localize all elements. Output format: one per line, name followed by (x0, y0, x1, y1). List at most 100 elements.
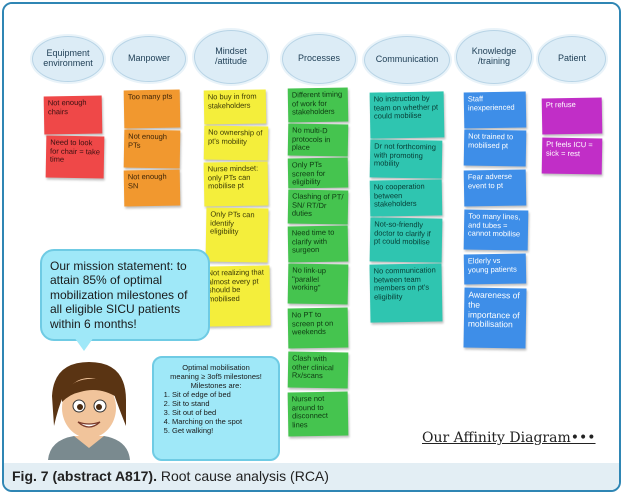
cloud-line: Processes (297, 53, 341, 64)
sticky-note: Too many lines, and tubes = cannot mobil… (463, 209, 529, 251)
sticky-note: Pt feels ICU = sick = rest (541, 137, 603, 175)
note-text: No communication between team members on… (373, 265, 436, 302)
sticky-note: No ownership of pt's mobility (203, 125, 269, 161)
cloud-line: Communication (375, 54, 439, 65)
milestone-item: Sit of edge of bed (172, 390, 272, 399)
note-text: Fear adverse event to pt (467, 171, 513, 191)
note-text: Need time to clarify with surgeon (291, 227, 335, 255)
optimal-mobilisation-bubble: Optimal mobilisation meaning ≥ 3of5 mile… (152, 356, 280, 461)
sticky-note: Different timing of work for stakeholder… (287, 87, 349, 123)
sticky-note: Not enough SN (123, 169, 181, 207)
note-text: Pt refuse (545, 99, 576, 110)
sticky-note: No cooperation between stakeholders (369, 179, 443, 217)
sticky-note: Pt refuse (541, 97, 603, 135)
sticky-note: Not trained to mobilised pt (463, 129, 527, 167)
sticky-note: Only PTs can identify eligibility (205, 207, 269, 263)
note-text: No ownership of pt's mobility (207, 127, 263, 146)
sticky-note: Dr not forthcoming with promoting mobili… (369, 139, 443, 179)
sticky-note: Staff inexperienced (463, 91, 527, 129)
milestone-item: Sit to stand (172, 399, 272, 408)
affinity-diagram-signature: Our Affinity Diagram••• (422, 430, 596, 446)
cloud-line: /training (477, 56, 510, 66)
cloud-line: Mindset (215, 46, 247, 57)
sticky-note: Awareness of the importance of mobilisat… (463, 287, 527, 349)
sticky-note: Clash with other clinical Rx/scans (287, 351, 349, 389)
note-text: Too many pts (127, 91, 173, 102)
note-text: Staff inexperienced (467, 94, 515, 113)
note-text: Awareness of the importance of mobilisat… (467, 289, 520, 330)
note-text: Dr not forthcoming with promoting mobili… (373, 141, 436, 169)
header-communication: Communication (364, 36, 450, 84)
bangs (62, 378, 118, 402)
note-text: Only PTs can identify eligibility (209, 209, 255, 237)
note-text: Not realizing that almost every pt shoul… (207, 267, 264, 304)
left-pupil (77, 404, 83, 410)
sticky-note: Not enough PTs (123, 129, 181, 169)
note-text: Clash with other clinical Rx/scans (291, 353, 334, 381)
milestone-item: Marching on the spot (172, 417, 272, 426)
mission-statement-text: Our mission statement: to attain 85% of … (50, 259, 188, 331)
note-text: Not-so-friendly doctor to clarify if pt … (373, 219, 431, 247)
cloud-line: /attitude (214, 56, 248, 66)
note-text: No PT to screen pt on weekends (291, 309, 334, 337)
header-knowledge-training: Knowledge/training (456, 30, 532, 84)
header-patient: Patient (538, 36, 606, 82)
note-text: Clashing of PT/ SN/ RT/Dr duties (291, 191, 344, 219)
milestone-item: Sit out of bed (172, 408, 272, 417)
sticky-note: No PT to screen pt on weekends (287, 307, 349, 349)
note-text: Not enough SN (127, 171, 167, 191)
note-text: Not enough PTs (127, 131, 168, 150)
cloud-line: Knowledge (471, 46, 517, 57)
sticky-note: No instruction by team on whether pt cou… (369, 91, 445, 139)
cloud-line: Patient (557, 53, 587, 64)
sticky-note: Fear adverse event to pt (463, 169, 527, 207)
cartoon-avatar (48, 362, 130, 460)
note-text: Need to look for chair = take time (49, 137, 101, 165)
note-text: Different timing of work for stakeholder… (291, 89, 343, 117)
sticky-note: Need time to clarify with surgeon (287, 225, 349, 263)
sticky-note: No communication between team members on… (369, 263, 443, 323)
sticky-note: Not-so-friendly doctor to clarify if pt … (369, 217, 443, 263)
caption-text: Root cause analysis (RCA) (156, 468, 329, 484)
note-text: No multi-D protocols in place (291, 125, 331, 153)
hair (52, 362, 126, 426)
sticky-note: Too many pts (123, 89, 181, 129)
note-text: Not trained to mobilised pt (467, 131, 514, 150)
note-text: Only PTs screen for eligibility (291, 159, 326, 187)
cloud-line: environment (43, 58, 93, 68)
note-text: No link-up "parallel working" (291, 265, 327, 293)
note-text: No cooperation between stakeholders (373, 181, 425, 209)
mouth (77, 421, 101, 428)
sticky-note: Nurse mindset: only PTs can mobilise pt (203, 161, 269, 207)
sticky-note: No link-up "parallel working" (287, 263, 349, 305)
header-mindset-attitude: Mindset/attitude (194, 30, 268, 84)
milestone-list: Sit of edge of bed Sit to stand Sit out … (160, 390, 272, 435)
cloud-line: Equipment (46, 48, 90, 59)
sticky-note: Clashing of PT/ SN/ RT/Dr duties (287, 189, 349, 225)
sticky-note: Nurse not around to disconnect lines (287, 391, 349, 437)
optimal-intro-line: Milestones are: (190, 381, 242, 390)
note-text: No instruction by team on whether pt cou… (373, 93, 439, 121)
optimal-intro-line: meaning ≥ 3of5 milestones! (170, 372, 262, 381)
caption-label: Fig. 7 (abstract A817). (12, 468, 157, 484)
sticky-note: No buy in from stakeholders (203, 89, 267, 125)
note-text: Not enough chairs (47, 97, 87, 117)
optimal-intro-line: Optimal mobilisation (182, 363, 250, 372)
note-text: Nurse not around to disconnect lines (291, 393, 328, 430)
note-text: No buy in from stakeholders (207, 91, 257, 111)
sticky-note: Need to look for chair = take time (45, 135, 105, 179)
mission-statement-bubble: Our mission statement: to attain 85% of … (40, 249, 210, 341)
cloud-line: Manpower (127, 53, 171, 64)
speech-bubble-tail (74, 337, 94, 351)
note-text: Pt feels ICU = sick = rest (545, 139, 593, 158)
sticky-note: Not realizing that almost every pt shoul… (203, 265, 271, 327)
note-text: Elderly vs young patients (467, 255, 517, 275)
figure-caption: Fig. 7 (abstract A817). Root cause analy… (12, 468, 329, 484)
sticky-note: Elderly vs young patients (463, 253, 527, 285)
sticky-note: Only PTs screen for eligibility (287, 157, 349, 189)
right-pupil (96, 404, 102, 410)
caption-bar: Fig. 7 (abstract A817). Root cause analy… (4, 463, 619, 490)
